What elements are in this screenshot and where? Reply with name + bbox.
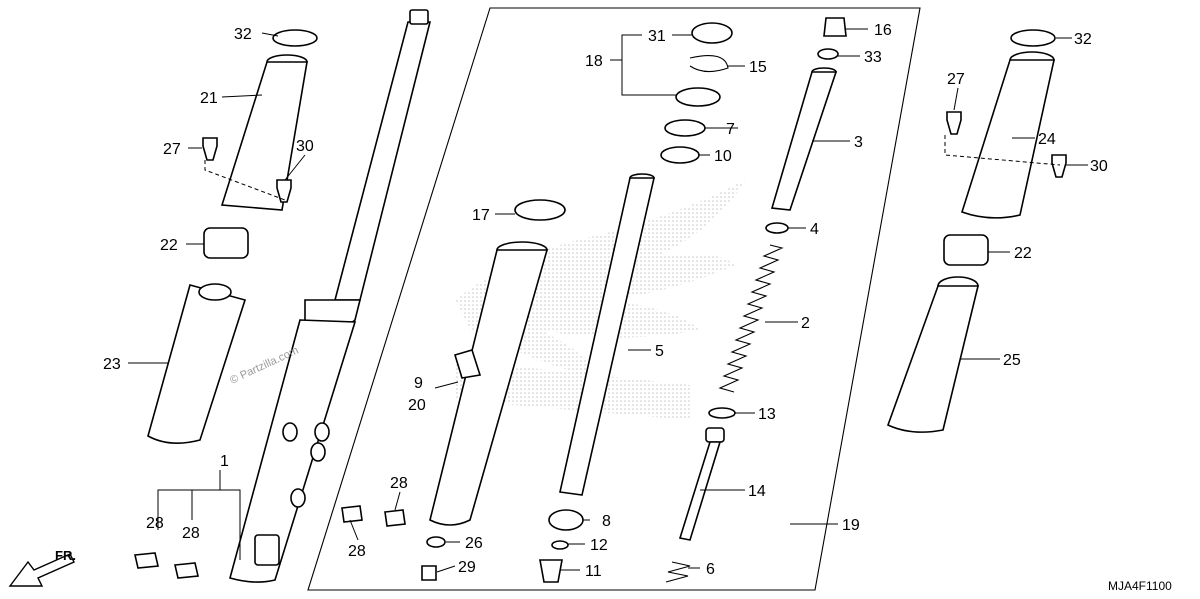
ring-32-right: [1010, 29, 1056, 47]
ring-13: [708, 407, 736, 419]
callout-25: 25: [1003, 352, 1021, 369]
o-ring-33: [817, 48, 839, 60]
seal-17: [514, 199, 566, 221]
front-direction-arrow: FR.: [8, 548, 76, 587]
callout-29: 29: [458, 559, 476, 576]
spacer-3: [770, 67, 838, 211]
callout-7: 7: [726, 121, 735, 138]
callout-21: 21: [200, 90, 218, 107]
inner-tube-5: [559, 173, 656, 496]
callout-20: 20: [408, 397, 426, 414]
bolt-16: [823, 17, 847, 37]
bushing-22-right: [943, 234, 989, 266]
front-label: FR.: [55, 548, 76, 563]
bolt-30-right: [1051, 154, 1067, 178]
callout-9: 9: [414, 375, 423, 392]
diagram-code: MJA4F1100: [1108, 579, 1172, 593]
left-lower-cover-23: [147, 283, 247, 444]
honda-wing-watermark: [455, 180, 745, 420]
callout-26: 26: [465, 535, 483, 552]
callout-18: 18: [585, 53, 603, 70]
spring-6: [665, 561, 691, 583]
callout-17: 17: [472, 207, 490, 224]
bolt-27-right: [946, 111, 962, 135]
callout-28-d: 28: [348, 543, 366, 560]
ring-32-left: [272, 29, 318, 47]
fork-slider-9-20: [429, 241, 549, 526]
callout-28-b: 28: [182, 525, 200, 542]
leader-lines: [128, 28, 1088, 573]
callout-10: 10: [714, 148, 732, 165]
callout-33: 33: [864, 49, 882, 66]
callout-11: 11: [585, 563, 602, 580]
callout-12: 12: [590, 537, 608, 554]
bolt-27-left: [202, 137, 218, 161]
right-lower-cover-25: [886, 276, 980, 433]
bolts-28-bottom: [134, 505, 406, 579]
lock-piece-11: [539, 559, 563, 583]
callout-15: 15: [749, 59, 767, 76]
callout-4: 4: [810, 221, 819, 238]
callout-14: 14: [748, 483, 766, 500]
washer-4: [765, 222, 789, 234]
bushing-10: [660, 146, 700, 164]
callout-28-c: 28: [390, 475, 408, 492]
callout-13: 13: [758, 406, 776, 423]
callout-24: 24: [1038, 131, 1056, 148]
callout-3: 3: [854, 134, 863, 151]
right-cover-24: [961, 51, 1055, 219]
left-cover-21: [220, 54, 308, 211]
callout-28-a: 28: [146, 515, 164, 532]
bushing-22-left: [203, 227, 249, 259]
callout-5: 5: [655, 343, 664, 360]
spring-2: [718, 244, 784, 393]
callout-27-right: 27: [947, 71, 965, 88]
callout-22-left: 22: [160, 237, 178, 254]
clip-15: [689, 55, 729, 73]
callout-31: 31: [648, 28, 666, 45]
oil-seal-18: [675, 87, 721, 107]
damper-rod-14: [678, 427, 725, 541]
callout-30-right: 30: [1090, 158, 1108, 175]
callout-16: 16: [874, 22, 892, 39]
washer-12: [551, 540, 569, 550]
callout-32-left: 32: [234, 26, 252, 43]
callout-2: 2: [801, 315, 810, 332]
piece-8: [548, 509, 584, 531]
callout-6: 6: [706, 561, 715, 578]
washer-7: [664, 119, 706, 137]
callout-32-right: 32: [1074, 31, 1092, 48]
callout-8: 8: [602, 513, 611, 530]
callout-30-left: 30: [296, 138, 314, 155]
callout-numbers: 1 2 3 4 5 6 7 8 9 10 11 12 13 14 15 16 1…: [103, 22, 1108, 580]
callout-23: 23: [103, 356, 121, 373]
bolt-29: [421, 565, 437, 581]
fork-assembly-outline: [307, 7, 921, 591]
washer-26: [426, 536, 446, 548]
callout-27-left: 27: [163, 141, 181, 158]
callout-1: 1: [220, 453, 229, 470]
helper-line-left: [204, 160, 286, 201]
callout-22-right: 22: [1014, 245, 1032, 262]
dust-seal-31: [691, 22, 733, 44]
callout-19: 19: [842, 517, 860, 534]
left-fork-body: [229, 9, 432, 583]
bolt-30-left: [276, 179, 292, 203]
